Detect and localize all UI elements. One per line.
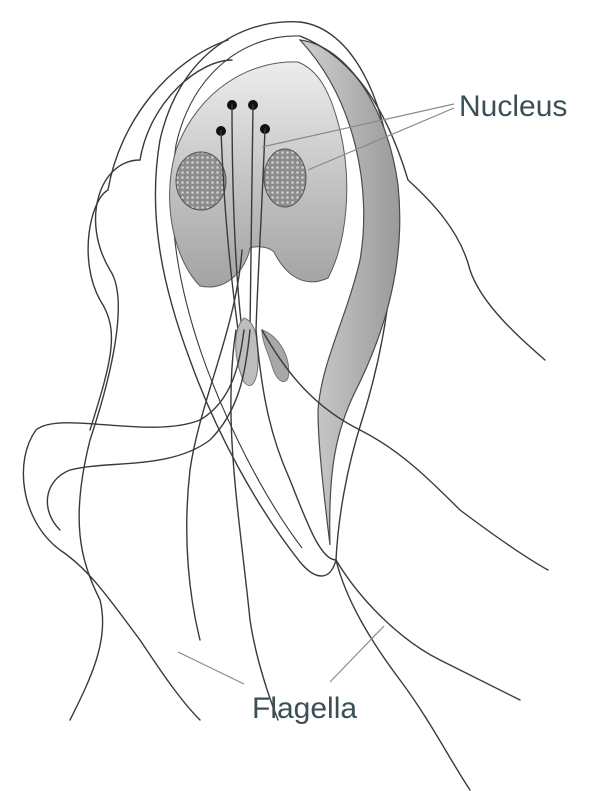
flagellum: [336, 560, 520, 700]
nucleus-left: [176, 152, 226, 210]
flagella-pointer-line: [178, 652, 244, 684]
nucleus-label: Nucleus: [459, 90, 567, 123]
flagella-pointer-line: [330, 626, 384, 682]
nucleus-right: [264, 149, 306, 207]
flagella-label: Flagella: [252, 692, 357, 725]
